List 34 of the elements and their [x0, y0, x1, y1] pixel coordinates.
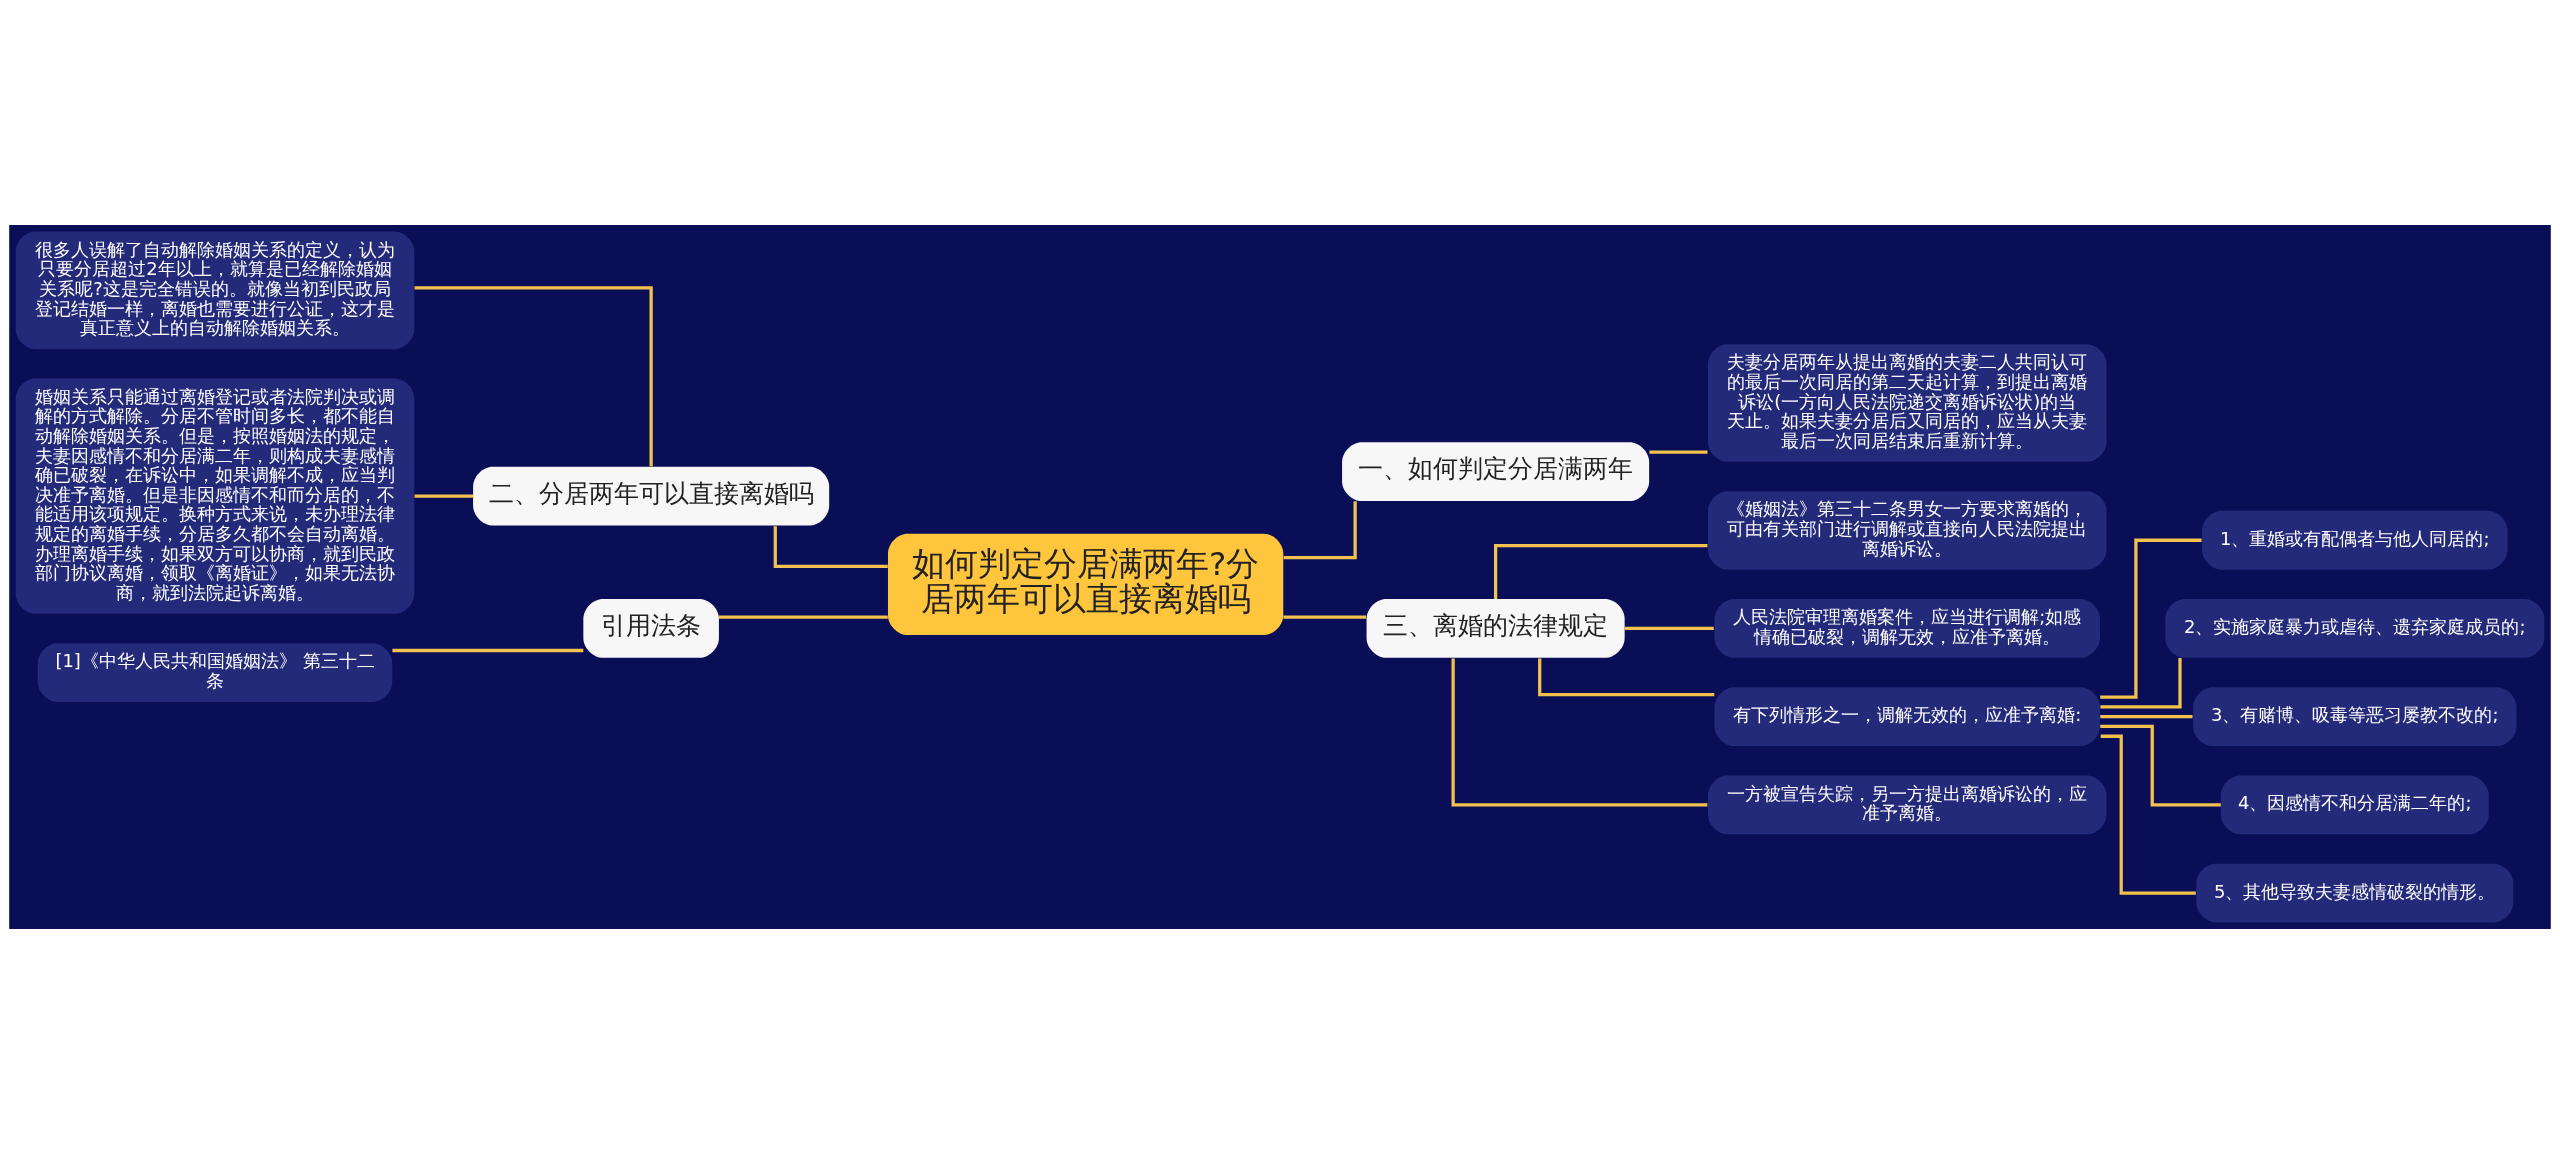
node-box: 如何判定分居满两年?分居两年可以直接离婚吗 — [888, 533, 1284, 635]
connector — [1283, 614, 1366, 619]
connector — [1493, 543, 1708, 599]
node-box: 一、如何判定分居满两年 — [1342, 441, 1650, 501]
node-box: 3、有赌博、吸毒等恶习屡教不改的; — [2193, 686, 2517, 746]
node-box: 引用法条 — [583, 598, 719, 658]
node-box: 有下列情形之一，调解无效的，应准予离婚: — [1714, 686, 2100, 746]
connector — [2100, 734, 2196, 895]
connector — [719, 614, 888, 619]
node-box: 三、离婚的法律规定 — [1366, 598, 1625, 658]
connector — [414, 285, 653, 466]
connector — [1451, 657, 1708, 806]
connector — [1649, 449, 1708, 454]
node-box: 一方被宣告失踪，另一方提出离婚诉讼的，应准予离婚。 — [1707, 774, 2107, 834]
node-box: 2、实施家庭暴力或虐待、遗弃家庭成员的; — [2165, 598, 2545, 658]
connector — [2100, 724, 2221, 806]
node-box: 夫妻分居两年从提出离婚的夫妻二人共同认可的最后一次同居的第二天起计算，到提出离婚诉讼(一方向人民法院递交离婚诉讼状)的当天止。如果夫妻分居后又同居的，应当从夫妻最后一次同居结束后重新计算。 — [1707, 343, 2107, 462]
node-box: 二、分居两年可以直接离婚吗 — [473, 466, 830, 526]
connector — [1283, 500, 1357, 559]
connector — [773, 525, 888, 568]
connector — [414, 494, 474, 498]
node-box: 婚姻关系只能通过离婚登记或者法院判决或调解的方式解除。分居不管时间多长，都不能自动解除婚姻关系。但是，按照婚姻法的规定，夫妻因感情不和分居满二年，则构成夫妻感情确已破裂，在诉讼中，如果调解不成，应当判决准予离婚。但是非因感情不和而分居的，不能适用该项规定。换种方式来说，未办理法律规定的离婚手续，分居多久都不会自动离婚。办理离婚手续，如果双方可以协商，就到民政部门协议离婚，领取《离婚证》，如果无法协商，就到法院起诉离婚。 — [15, 378, 415, 614]
connector — [2100, 657, 2182, 708]
node-box: 1、重婚或有配偶者与他人同居的; — [2202, 510, 2508, 570]
node-box: 5、其他导致夫妻感情破裂的情形。 — [2196, 863, 2514, 922]
connector — [1624, 626, 1714, 630]
connector — [2100, 538, 2202, 699]
node-box: 《婚姻法》第三十二条男女一方要求离婚的，可由有关部门进行调解或直接向人民法院提出离婚诉讼。 — [1707, 490, 2107, 570]
node-box: [1]《中华人民共和国婚姻法》 第三十二条 — [37, 642, 393, 702]
node-box: 人民法院审理离婚案件，应当进行调解;如感情确已破裂，调解无效，应准予离婚。 — [1714, 598, 2100, 658]
node-box: 4、因感情不和分居满二年的; — [2220, 774, 2489, 834]
connector — [392, 648, 584, 652]
node-box: 很多人误解了自动解除婚姻关系的定义，认为只要分居超过2年以上，就算是已经解除婚姻关系呢?这是完全错误的。就像当初到民政局登记结婚一样，离婚也需要进行公证，这才是真正意义上的自动解除婚姻关系。 — [15, 231, 415, 349]
connector — [2100, 714, 2193, 718]
